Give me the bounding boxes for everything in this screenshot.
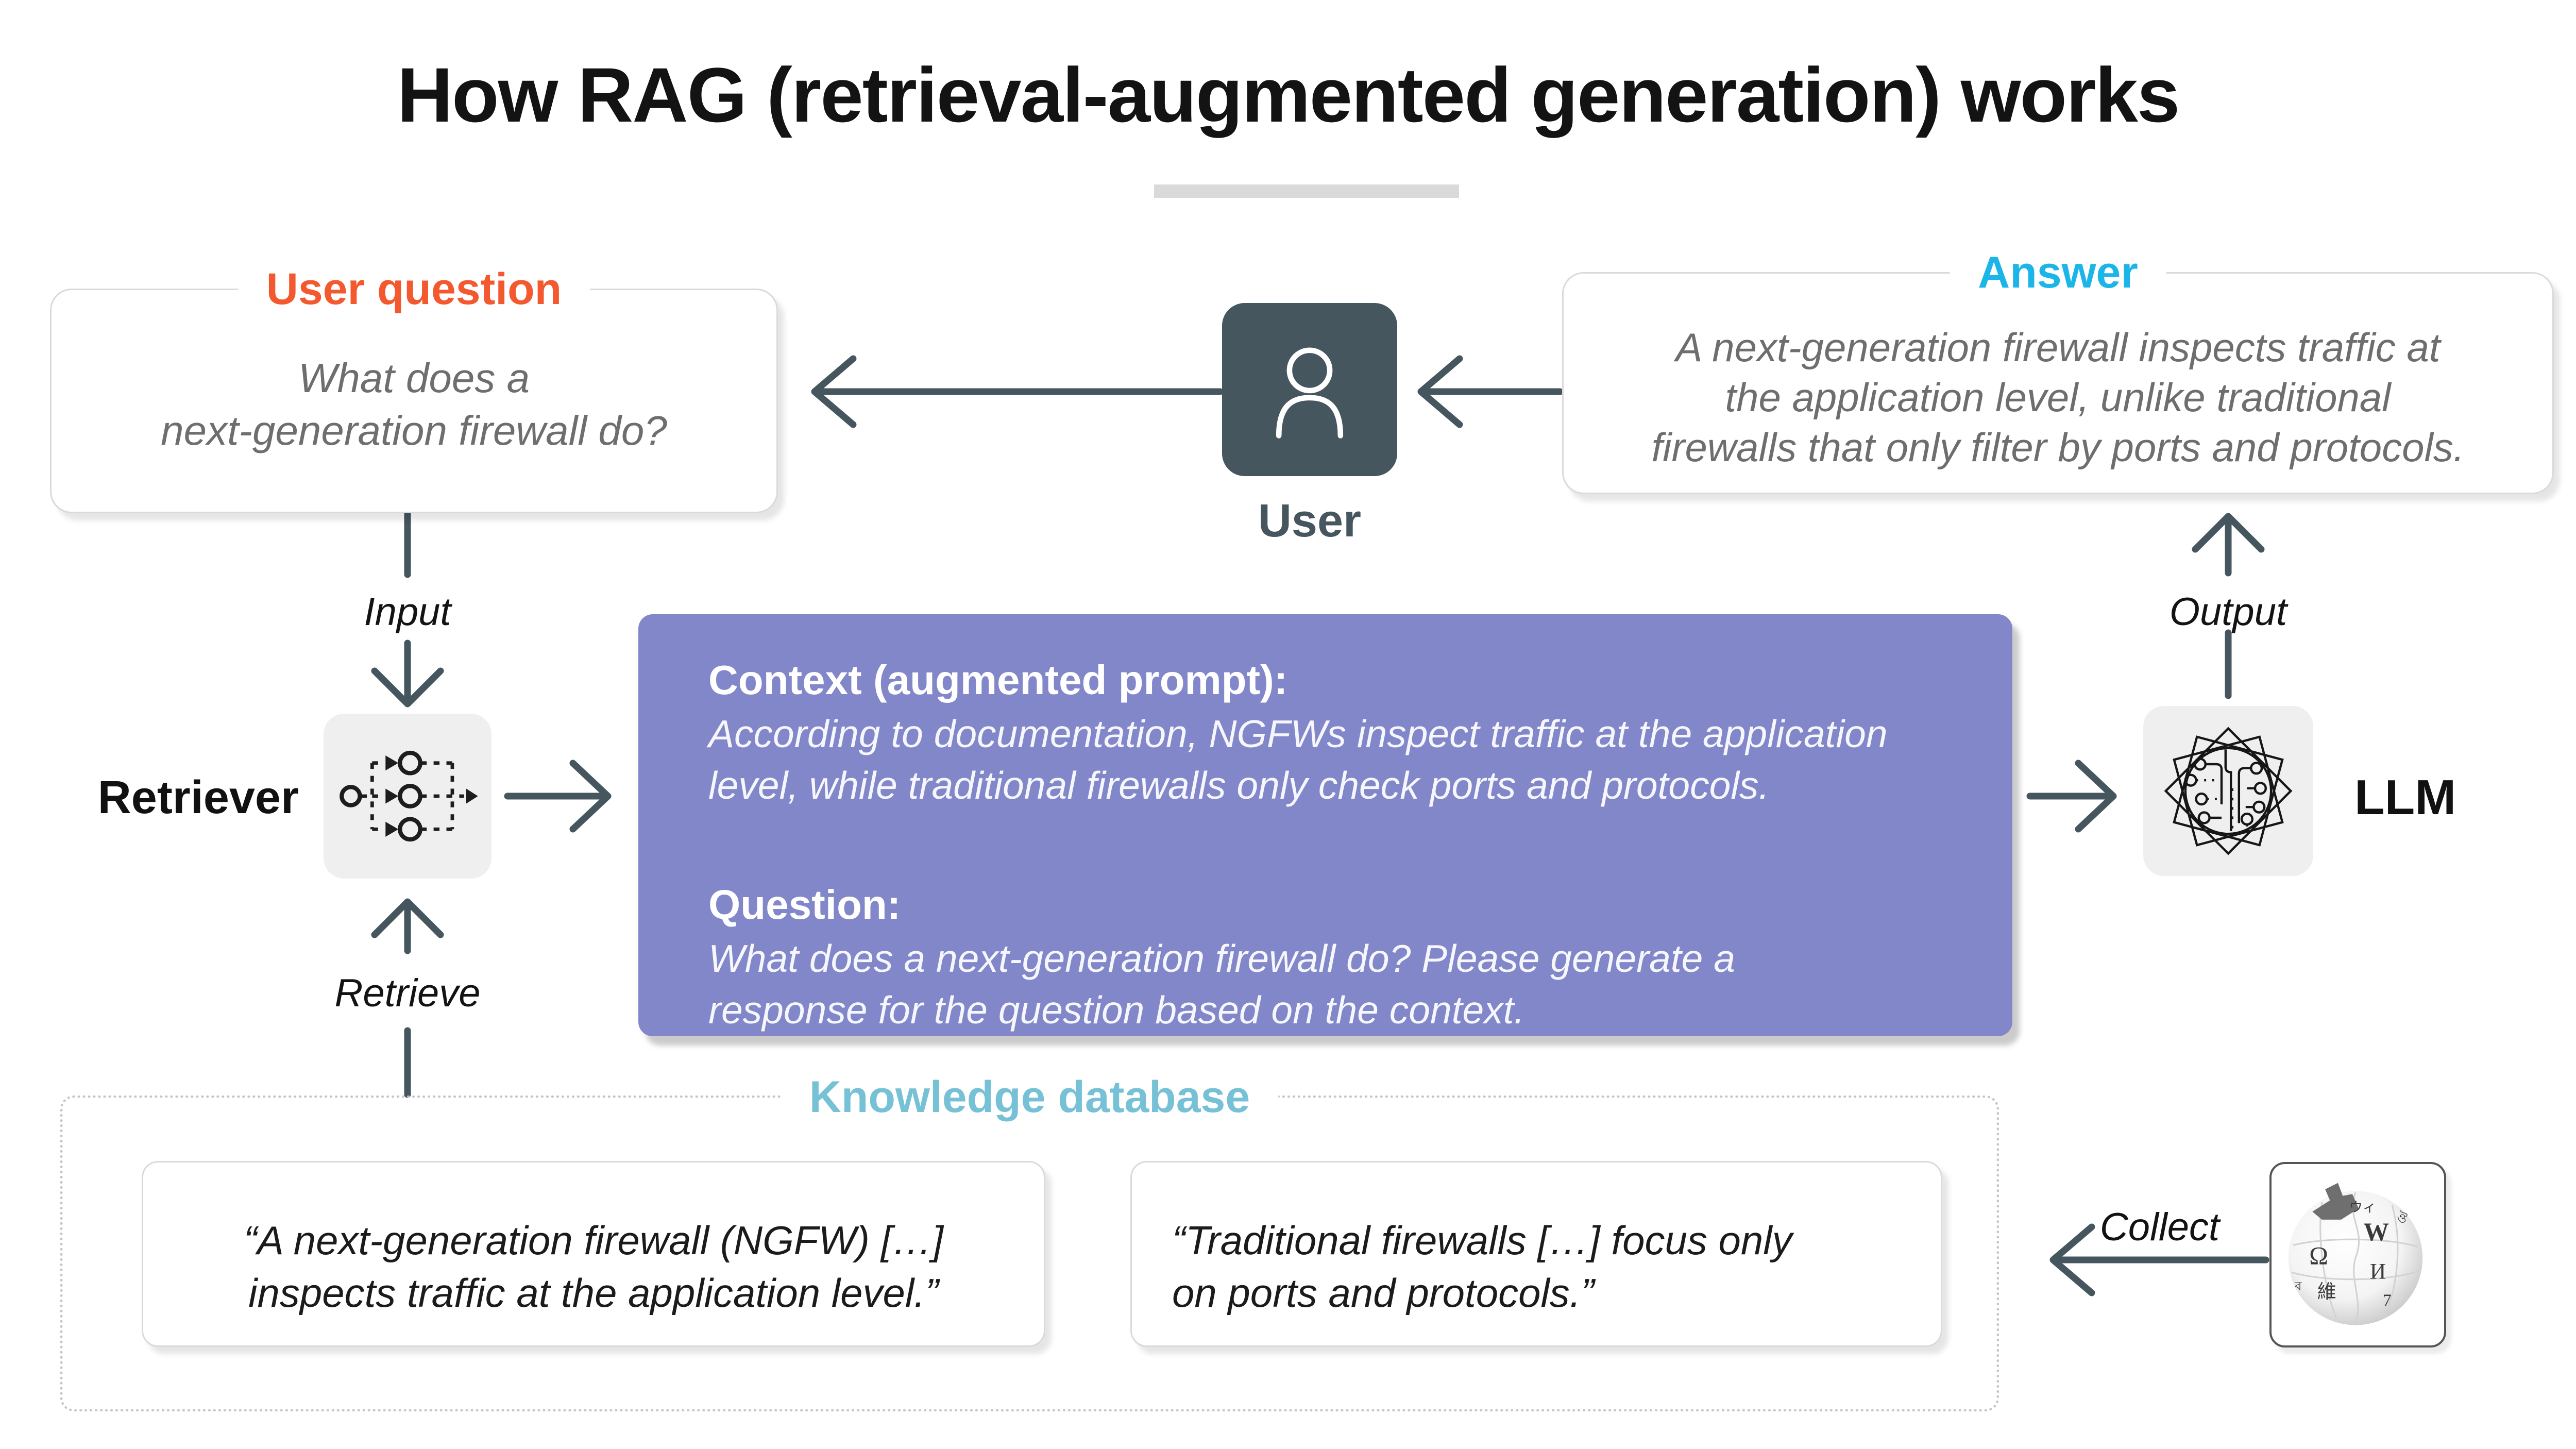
context-box: Context (augmented prompt): According to… [638,614,2012,1036]
llm-label: LLM [2354,770,2456,825]
context-heading: Context (augmented prompt): [708,657,1288,703]
answer-text: A next-generation firewall inspects traf… [1651,325,2465,470]
question-body: What does a next-generation firewall do?… [708,937,1735,1032]
collect-label: Collect [2099,1205,2220,1249]
arrow-answer-to-user [1417,355,1564,428]
context-body: According to documentation, NGFWs inspec… [708,712,1888,807]
answer-label: Answer [1950,246,2166,300]
svg-text:ঔ: ঔ [2397,1210,2408,1226]
svg-text:И: И [2370,1259,2386,1284]
retrieve-label: Retrieve [334,971,481,1015]
svg-text:ウィ: ウィ [2349,1200,2377,1215]
retriever-box [324,714,492,879]
input-label: Input [364,590,451,634]
wikipedia-box: ウィ W Ω И 維 7 ঔ ব [2269,1162,2446,1347]
arrow-user-to-question [811,355,1224,428]
arrow-retriever-to-context [504,760,612,833]
user-question-text: What does a next-generation firewall do? [161,355,667,453]
knowledge-card-1: “A next-generation firewall (NGFW) […] i… [142,1161,1045,1347]
title-divider [1154,184,1459,198]
svg-text:W: W [2364,1218,2389,1246]
knowledge-card-2-text: “Traditional firewalls […] focus only on… [1172,1218,1792,1316]
page-title: How RAG (retrieval-augmented generation)… [397,52,2180,138]
user-question-label: User question [238,262,590,316]
user-label: User [1258,495,1362,547]
knowledge-database-box: Knowledge database [60,1070,1999,1411]
output-label: Output [2169,590,2287,634]
answer-box: Answer A next-generation firewall inspec… [1562,246,2554,494]
user-icon-box [1222,303,1397,476]
knowledge-card-2: “Traditional firewalls […] focus only on… [1130,1161,1942,1347]
svg-text:維: 維 [2317,1282,2336,1303]
wikipedia-globe-icon: ウィ W Ω И 維 7 ঔ ব [2288,1183,2423,1325]
svg-text:Ω: Ω [2309,1242,2328,1270]
network-icon [340,750,478,842]
llm-box [2143,706,2313,876]
arrow-context-to-llm [2026,760,2117,833]
brain-circuit-icon [2164,727,2293,855]
question-heading: Question: [708,882,901,928]
svg-text:7: 7 [2383,1291,2392,1310]
retriever-label: Retriever [97,772,299,823]
person-icon [1276,347,1344,439]
user-question-box: User question What does a next-generatio… [50,262,778,513]
knowledge-card-1-text: “A next-generation firewall (NGFW) […] i… [243,1218,944,1316]
knowledge-database-label: Knowledge database [781,1070,1279,1124]
svg-text:ব: ব [2294,1279,2302,1293]
